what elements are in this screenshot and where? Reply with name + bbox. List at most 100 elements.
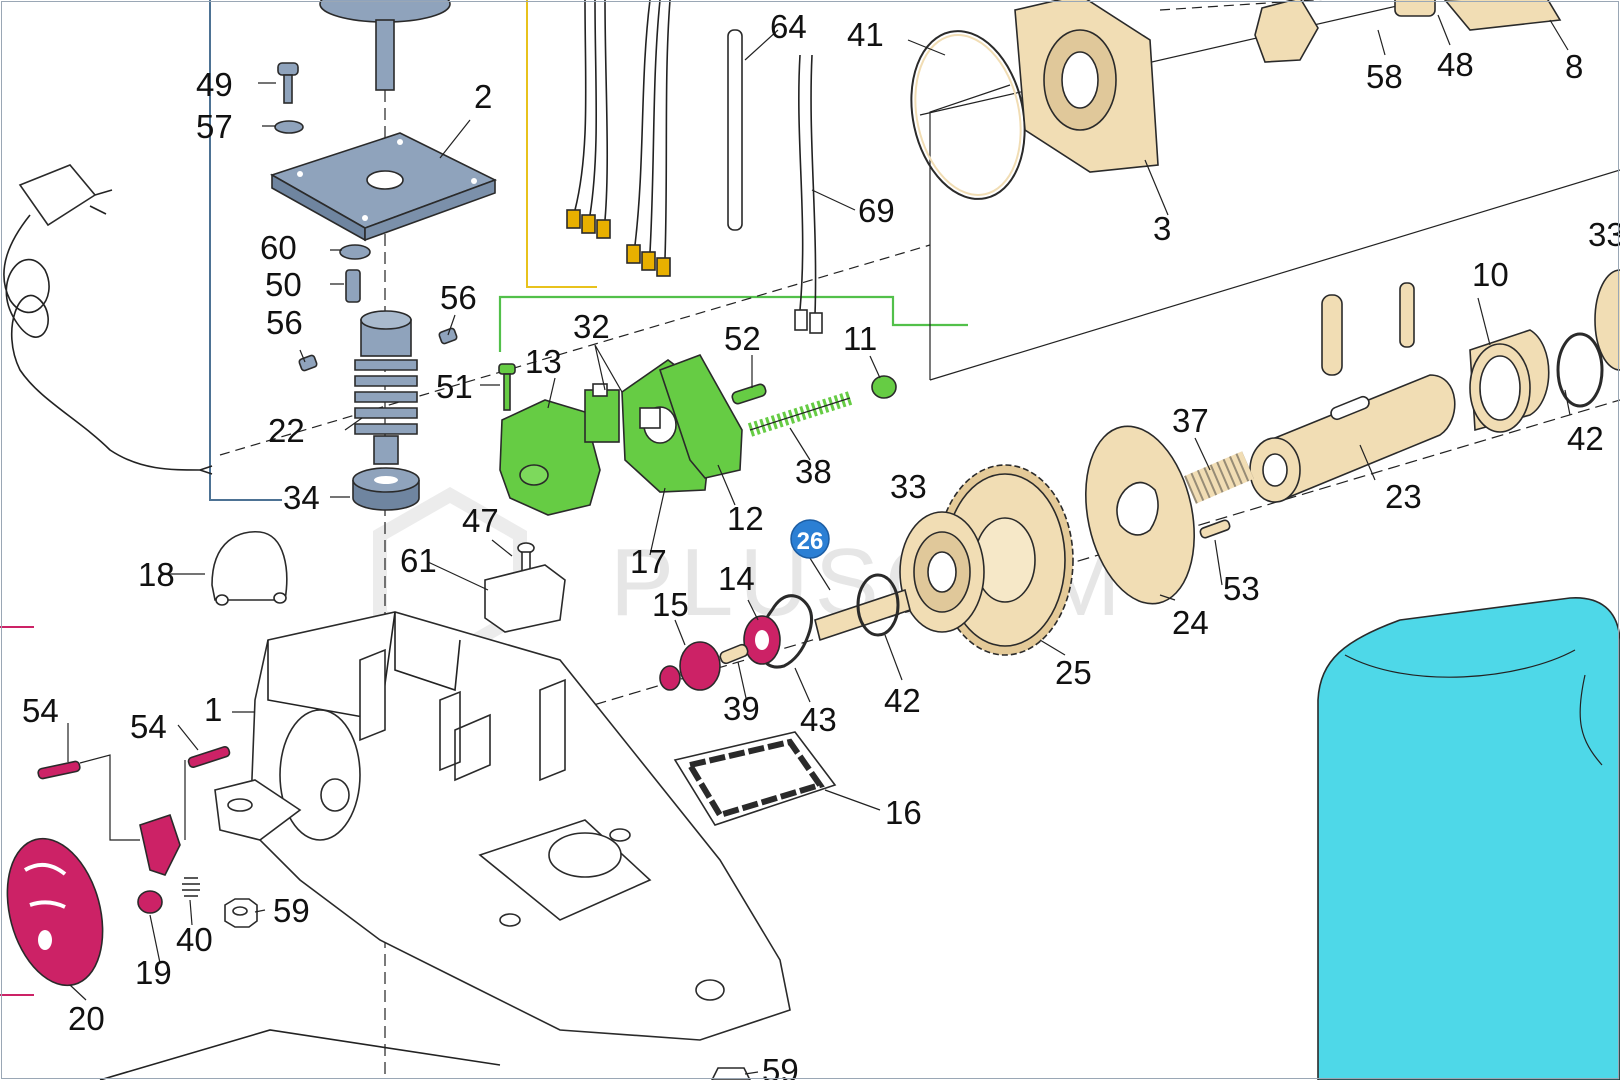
label-48[interactable]: 48 (1437, 46, 1474, 83)
label-69[interactable]: 69 (858, 192, 895, 229)
part-51-screw[interactable] (498, 363, 516, 411)
label-43[interactable]: 43 (800, 701, 837, 738)
label-22[interactable]: 22 (268, 412, 305, 449)
part-22-shaft-coupler[interactable] (354, 310, 418, 465)
part-23-main-shaft[interactable] (1249, 374, 1456, 503)
part-32-microswitch[interactable] (584, 383, 620, 443)
part-69-wire[interactable] (794, 54, 823, 334)
label-39[interactable]: 39 (723, 690, 760, 727)
part-24-disc[interactable] (1070, 416, 1209, 614)
label-34[interactable]: 34 (283, 479, 320, 516)
part-10-collar[interactable] (1469, 329, 1550, 433)
part-14-cam[interactable] (743, 615, 781, 665)
label-18[interactable]: 18 (138, 556, 175, 593)
part-61-terminal-block[interactable] (484, 564, 566, 633)
part-38-spring[interactable] (747, 391, 853, 437)
part-3-flange[interactable] (1014, 0, 1159, 173)
callout-badge-26[interactable]: 26 (790, 519, 830, 559)
label-17[interactable]: 17 (630, 543, 667, 580)
label-38[interactable]: 38 (795, 453, 832, 490)
label-11[interactable]: 11 (843, 320, 877, 357)
label-33[interactable]: 33 (890, 468, 927, 505)
label-8[interactable]: 8 (1565, 48, 1583, 85)
part-8-shaft[interactable] (1443, 0, 1562, 31)
label-33-right[interactable]: 33 (1588, 216, 1620, 253)
part-19-lever[interactable] (137, 813, 181, 914)
part-16-filter[interactable] (673, 731, 837, 826)
label-10[interactable]: 10 (1472, 256, 1509, 293)
power-cable-plug[interactable] (3, 164, 213, 475)
label-13[interactable]: 13 (525, 343, 562, 380)
label-64[interactable]: 64 (770, 8, 807, 45)
part-64-pin[interactable] (727, 29, 743, 231)
part-53-screw[interactable] (1199, 519, 1231, 539)
part-26-spacer-shaft[interactable] (814, 588, 911, 642)
label-42-right[interactable]: 42 (1567, 420, 1604, 457)
wire-harness-1[interactable] (566, 0, 611, 239)
label-23[interactable]: 23 (1385, 478, 1422, 515)
part-33-bearing-right[interactable] (1594, 269, 1620, 371)
part-42-circlip-right[interactable] (1556, 332, 1604, 408)
part-57-washer[interactable] (274, 120, 304, 134)
label-57[interactable]: 57 (196, 108, 233, 145)
part-37-spring-insert[interactable] (1184, 451, 1254, 504)
label-58[interactable]: 58 (1366, 58, 1403, 95)
part-48-key[interactable] (1394, 0, 1436, 17)
part-keys-pins[interactable] (1321, 282, 1415, 376)
label-53[interactable]: 53 (1223, 570, 1260, 607)
part-11-nut[interactable] (871, 375, 897, 399)
label-20[interactable]: 20 (68, 1000, 105, 1037)
label-47[interactable]: 47 (462, 502, 499, 539)
label-59-bottom[interactable]: 59 (762, 1052, 799, 1080)
part-12-switch-board[interactable] (658, 354, 743, 479)
label-56-left[interactable]: 56 (266, 304, 303, 341)
label-25[interactable]: 25 (1055, 654, 1092, 691)
label-37[interactable]: 37 (1172, 402, 1209, 439)
label-52[interactable]: 52 (724, 320, 761, 357)
motor-top-cap[interactable] (319, 0, 451, 91)
part-40-spring[interactable] (182, 877, 200, 897)
label-51[interactable]: 51 (436, 368, 473, 405)
label-42[interactable]: 42 (884, 682, 921, 719)
part-1-housing[interactable] (214, 611, 791, 1041)
label-1[interactable]: 1 (204, 691, 222, 728)
part-33-bearing[interactable] (899, 511, 985, 633)
part-39-pin[interactable] (719, 643, 749, 665)
part-54-screw-left[interactable] (37, 760, 81, 780)
label-59[interactable]: 59 (273, 892, 310, 929)
label-54-left[interactable]: 54 (22, 692, 59, 729)
label-50[interactable]: 50 (265, 266, 302, 303)
wire-harness-2[interactable] (626, 0, 671, 277)
label-16[interactable]: 16 (885, 794, 922, 831)
label-56-right[interactable]: 56 (440, 279, 477, 316)
part-2-plate[interactable] (270, 132, 498, 242)
label-19[interactable]: 19 (135, 954, 172, 991)
part-18-cap[interactable] (211, 530, 288, 606)
part-50-bolt[interactable] (345, 269, 361, 303)
part-59-nut-bottom[interactable] (711, 1067, 751, 1080)
part-58-gear[interactable] (1254, 0, 1319, 63)
part-59-nut[interactable] (224, 898, 258, 928)
label-24[interactable]: 24 (1172, 604, 1209, 641)
label-32[interactable]: 32 (573, 308, 610, 345)
label-41[interactable]: 41 (847, 16, 884, 53)
label-54-right[interactable]: 54 (130, 708, 167, 745)
part-34-bushing[interactable] (352, 467, 420, 511)
label-14[interactable]: 14 (718, 560, 755, 597)
motor-cover[interactable] (1317, 597, 1620, 1080)
part-49-screw[interactable] (277, 62, 299, 104)
label-3[interactable]: 3 (1153, 210, 1171, 247)
part-15-cam[interactable] (659, 641, 721, 691)
label-60[interactable]: 60 (260, 229, 297, 266)
part-20-knob[interactable] (0, 828, 118, 996)
label-49[interactable]: 49 (196, 66, 233, 103)
part-60-washer[interactable] (339, 244, 371, 260)
label-61[interactable]: 61 (400, 542, 437, 579)
part-13-switch-bracket[interactable] (499, 399, 601, 516)
part-52-screw[interactable] (731, 383, 767, 405)
label-12[interactable]: 12 (727, 500, 764, 537)
label-2[interactable]: 2 (474, 78, 492, 115)
label-15[interactable]: 15 (652, 586, 689, 623)
part-54-screw-right[interactable] (187, 745, 231, 769)
label-40[interactable]: 40 (176, 921, 213, 958)
